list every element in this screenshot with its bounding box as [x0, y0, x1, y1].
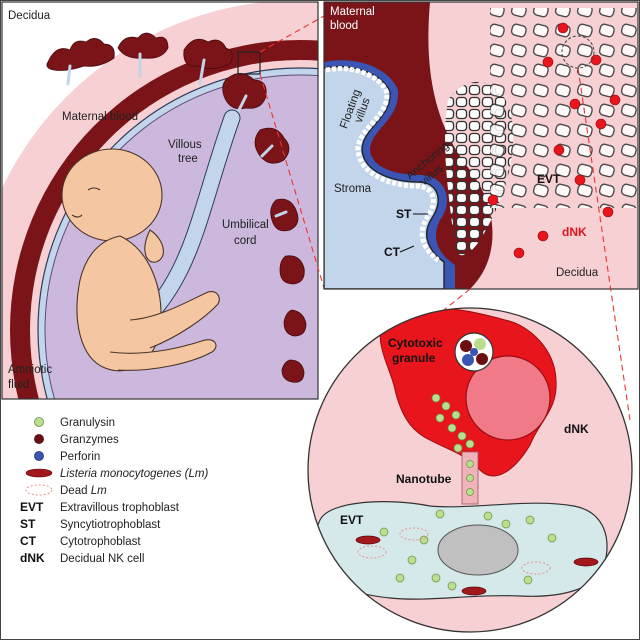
evt-nucleus	[437, 524, 519, 576]
legend-text-evt: Extravillous trophoblast	[60, 502, 180, 514]
legend-icon-granulysin	[34, 417, 44, 427]
zoom-box	[237, 51, 261, 75]
label-decidua: Decidua	[8, 10, 51, 22]
label-right-decidua: Decidua	[556, 267, 599, 279]
legend-text-granulysin: Granulysin	[60, 417, 115, 429]
granulysin-dots-tube	[466, 460, 474, 496]
label-villous-tree-2: tree	[178, 153, 198, 165]
legend-key-st: ST	[20, 517, 36, 531]
label-maternal-blood: Maternal blood	[62, 111, 138, 123]
label-nanotube: Nanotube	[396, 472, 452, 486]
label-umbilical-cord-1: Umbilical	[222, 219, 269, 231]
label-amniotic-fluid-2: fluid	[8, 379, 29, 391]
legend-text-st: Syncytiotrophoblast	[60, 519, 161, 531]
left-panel-border	[1, 1, 319, 400]
legend-icon-dead-lm	[25, 484, 53, 496]
legend-text-listeria: Listeria monocytogenes (Lm)	[60, 468, 208, 480]
label-evt: EVT	[537, 172, 561, 186]
legend-key-dnk: dNK	[20, 551, 45, 565]
label-stroma: Stroma	[334, 183, 372, 195]
legend-icon-perforin	[34, 451, 44, 461]
legend-text-ct: Cytotrophoblast	[60, 536, 141, 548]
label-right-maternal-2: blood	[330, 20, 358, 32]
legend-icon-listeria	[25, 468, 53, 478]
label-st: ST	[396, 207, 412, 221]
legend: Granulysin Granzymes Perforin Listeria m…	[20, 417, 208, 565]
listeria-evt	[355, 535, 599, 596]
zoom-circle-border	[307, 307, 633, 633]
label-villous-tree-1: Villous	[168, 139, 202, 151]
ct-layer	[325, 66, 440, 263]
label-cytotoxic-2: granule	[392, 351, 436, 365]
zoom-line-top	[259, 15, 325, 53]
label-ct: CT	[384, 245, 401, 259]
granulysin-dots-dnk	[431, 393, 475, 453]
legend-key-evt: EVT	[20, 500, 44, 514]
label-dnk: dNK	[562, 225, 587, 239]
dead-lm-evt	[357, 527, 551, 575]
label-circle-evt: EVT	[340, 513, 364, 527]
legend-text-dnk: Decidual NK cell	[60, 553, 144, 565]
label-cytotoxic-1: Cytotoxic	[388, 336, 443, 350]
legend-icon-granzymes	[34, 434, 44, 444]
fetus-illustration	[61, 148, 220, 372]
legend-key-ct: CT	[20, 534, 37, 548]
label-umbilical-cord-2: cord	[234, 235, 256, 247]
label-right-maternal-1: Maternal	[330, 6, 375, 18]
zoom-line-bottom	[259, 73, 325, 289]
label-circle-dnk: dNK	[564, 422, 589, 436]
granulysin-dots-evt	[379, 509, 557, 591]
right-panel-border	[323, 1, 639, 290]
villus-stems	[66, 52, 288, 218]
highlight-circle	[561, 35, 595, 69]
evt-scattered-cells	[490, 8, 638, 208]
right-panel	[324, 2, 638, 289]
legend-text-dead-lm: Dead Lm	[60, 485, 107, 497]
dnk-nucleus	[465, 355, 551, 441]
label-amniotic-fluid-1: Amniotic	[8, 364, 52, 376]
zoom-circle	[308, 308, 632, 632]
ct-pointer	[399, 245, 415, 253]
legend-text-granzymes: Granzymes	[60, 434, 119, 446]
legend-text-perforin: Perforin	[60, 451, 100, 463]
